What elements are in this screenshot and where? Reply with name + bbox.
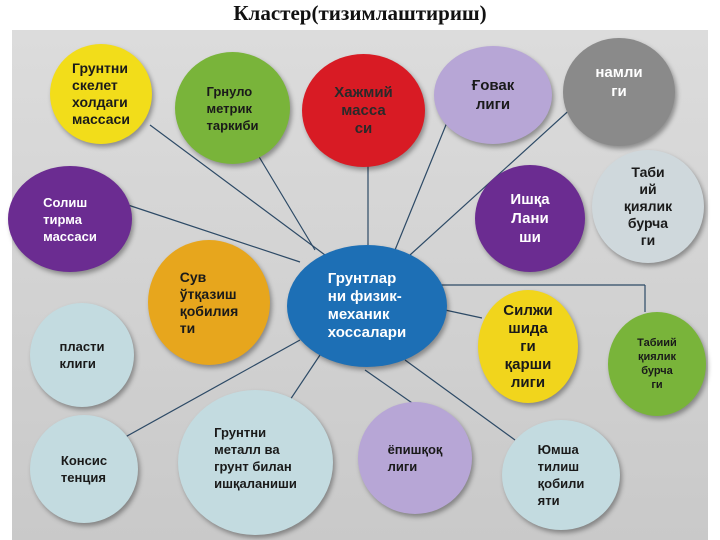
link-n6 <box>127 204 301 263</box>
link-n15 <box>364 369 416 406</box>
node-granulometric: Грнуло метрик таркиби <box>175 52 290 164</box>
link-n10 <box>444 309 483 319</box>
link-n1 <box>149 124 326 256</box>
node-porosity: Ғовак лиги <box>434 46 552 144</box>
link-n2 <box>254 149 316 251</box>
node-viscosity: ёпишқоқ лиги <box>358 402 472 514</box>
node-softening: Юмша тилиш қобили яти <box>502 420 620 530</box>
node-shear-resistance: Силжи шида ги қарши лиги <box>478 290 578 403</box>
link-n13 <box>119 339 301 441</box>
node-working: Ишқа Лани ши <box>475 165 585 272</box>
node-volume-mass: Хажмий масса си <box>302 54 425 167</box>
page-title: Кластер(тизимлаштириш) <box>233 1 487 25</box>
node-natural-slope-1: Таби ий қиялик бурча ги <box>592 150 704 263</box>
node-consistency: Консис тенция <box>30 415 138 523</box>
node-physical-mechanical-properties: Грунтлар ни физик- механик хоссалари <box>287 245 447 367</box>
node-metal-friction: Грунтни металл ва грунт билан ишқаланиши <box>178 390 333 535</box>
node-skeleton-mass: Грунтни скелет холдаги массаси <box>50 44 152 144</box>
node-water-permeability: Сув ўтқазиш қобилия ти <box>148 240 270 365</box>
node-natural-slope-2: Табиий қиялик бурча ги <box>608 312 706 416</box>
node-moisture: намли ги <box>563 38 675 146</box>
link-n4 <box>394 114 451 251</box>
node-plasticity: пласти клиги <box>30 303 134 407</box>
link-n16 <box>404 359 516 441</box>
node-specific-mass: Солиш тирма массаси <box>8 166 132 272</box>
